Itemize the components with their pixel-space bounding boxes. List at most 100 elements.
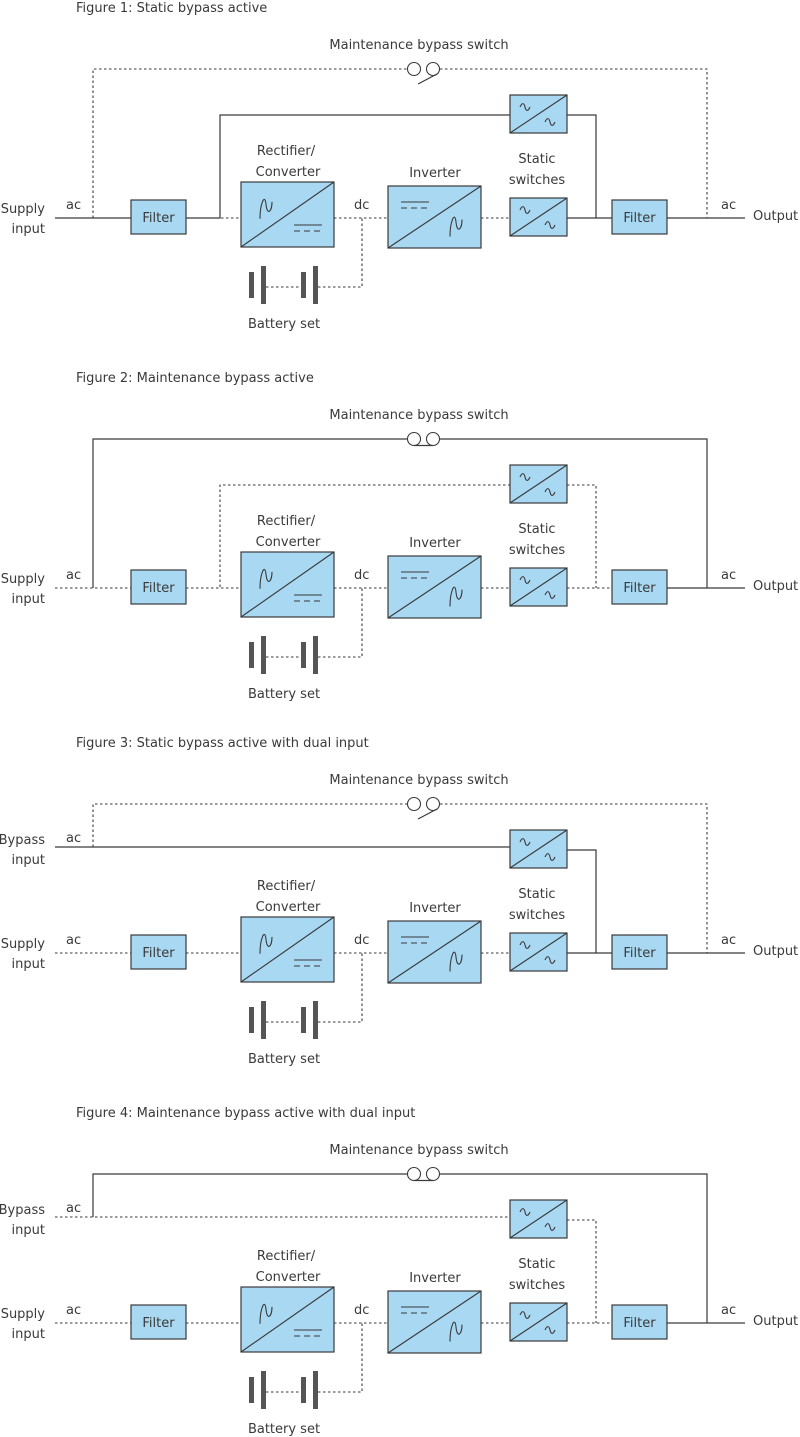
static-bypass-wire-right <box>567 849 597 953</box>
output-filter-box <box>611 934 668 970</box>
supply-input-label: Supply <box>1 1307 46 1322</box>
sine-icon <box>519 1311 531 1319</box>
rectifier-converter <box>240 551 335 618</box>
figure-title: Figure 2: Maintenance bypass active <box>76 371 314 386</box>
input-filter: Filter <box>130 934 187 970</box>
diagonal-divider <box>240 551 335 618</box>
battery-plate-icon <box>301 642 306 668</box>
battery-plate-icon <box>249 642 254 668</box>
ac-sine-icon <box>449 951 463 972</box>
switch-contact-icon <box>425 61 441 77</box>
dc-symbol-icon <box>294 594 322 602</box>
ac-sine-icon <box>259 1303 273 1324</box>
inverter-static-switch <box>509 932 568 972</box>
supply-input-label-2: input <box>12 222 45 237</box>
sine-icon <box>519 838 531 846</box>
converter-label: Converter <box>256 900 321 915</box>
input-filter-box <box>130 199 187 235</box>
dc-symbol-icon <box>401 571 429 579</box>
dc-symbol-icon <box>401 936 429 944</box>
inverter-label: Inverter <box>409 1271 461 1286</box>
dc-label: dc <box>354 933 369 948</box>
figure-2: Figure 2: Maintenance bypass activeMaint… <box>1 371 798 702</box>
battery-dc-wire <box>318 1323 363 1393</box>
diagonal-divider <box>240 181 335 248</box>
dc-label: dc <box>354 1303 369 1318</box>
battery-label: Battery set <box>248 1422 320 1437</box>
bypass-input-label: Bypass <box>0 833 45 848</box>
dc-symbol-icon <box>401 201 429 209</box>
bypass-input-label: Bypass <box>0 1203 45 1218</box>
input-filter: Filter <box>130 199 187 235</box>
sine-icon <box>519 576 531 584</box>
output-filter-box <box>611 199 668 235</box>
input-filter: Filter <box>130 1304 187 1340</box>
rectifier-converter <box>240 181 335 248</box>
output-label: Output <box>753 944 798 959</box>
sine-icon <box>544 1223 556 1231</box>
rectifier-label: Rectifier/ <box>257 514 316 529</box>
input-filter-label: Filter <box>142 581 175 596</box>
maintenance-switch-label: Maintenance bypass switch <box>329 1143 508 1158</box>
battery-plate-icon <box>301 1377 306 1403</box>
inverter-label: Inverter <box>409 536 461 551</box>
converter-label: Converter <box>256 535 321 550</box>
ac-label: ac <box>66 568 81 583</box>
ac-output-label: ac <box>721 198 736 213</box>
figure-4: Figure 4: Maintenance bypass active with… <box>0 1106 798 1437</box>
battery-label: Battery set <box>248 1052 320 1067</box>
output-filter: Filter <box>611 1304 668 1340</box>
switch-contact-icon <box>406 431 422 447</box>
bypass-input-label-2: input <box>12 853 45 868</box>
dc-label: dc <box>354 568 369 583</box>
sine-icon <box>519 1208 531 1216</box>
dc-symbol-icon <box>294 1329 322 1337</box>
diagonal-divider <box>387 555 482 619</box>
battery-label: Battery set <box>248 317 320 332</box>
ac-sine-icon <box>259 933 273 954</box>
battery-set: Battery set <box>248 953 363 1067</box>
output-label: Output <box>753 579 798 594</box>
input-filter-label: Filter <box>142 1316 175 1331</box>
static-label: Static <box>518 522 555 537</box>
maintenance-bypass-switch <box>406 61 441 85</box>
switch-contact-icon <box>406 796 422 812</box>
supply-input-label-2: input <box>12 957 45 972</box>
battery-dc-wire <box>318 588 363 658</box>
converter-label: Converter <box>256 1270 321 1285</box>
maintenance-bypass-wire-right <box>440 803 708 953</box>
sine-icon <box>544 956 556 964</box>
static-bypass-wire-right <box>567 114 597 218</box>
bypass-input-label-2: input <box>12 1223 45 1238</box>
inverter-static-switch <box>509 567 568 607</box>
switch-contact-icon <box>425 796 441 812</box>
static-label: Static <box>518 887 555 902</box>
rectifier-label: Rectifier/ <box>257 879 316 894</box>
ac-sine-icon <box>449 216 463 237</box>
switches-label: switches <box>509 908 565 923</box>
inverter <box>387 920 482 984</box>
sine-icon <box>519 103 531 111</box>
supply-input-label-2: input <box>12 1327 45 1342</box>
battery-plate-icon <box>249 1377 254 1403</box>
switches-label: switches <box>509 543 565 558</box>
maintenance-bypass-wire-right <box>440 68 708 218</box>
battery-plate-icon <box>301 1007 306 1033</box>
battery-plate-icon <box>261 266 266 304</box>
static-label: Static <box>518 1257 555 1272</box>
ac-sine-icon <box>449 586 463 607</box>
battery-plate-icon <box>313 636 318 674</box>
ac-sine-icon <box>259 568 273 589</box>
maintenance-switch-label: Maintenance bypass switch <box>329 408 508 423</box>
switches-label: switches <box>509 173 565 188</box>
input-filter-box <box>130 934 187 970</box>
inverter-static-switch <box>509 197 568 237</box>
battery-plate-icon <box>249 1007 254 1033</box>
input-filter-box <box>130 1304 187 1340</box>
switch-contact-icon <box>425 1166 441 1182</box>
inverter <box>387 555 482 619</box>
maintenance-bypass-wire-left <box>92 1173 407 1217</box>
supply-input-label: Supply <box>1 937 46 952</box>
battery-plate-icon <box>261 1001 266 1039</box>
